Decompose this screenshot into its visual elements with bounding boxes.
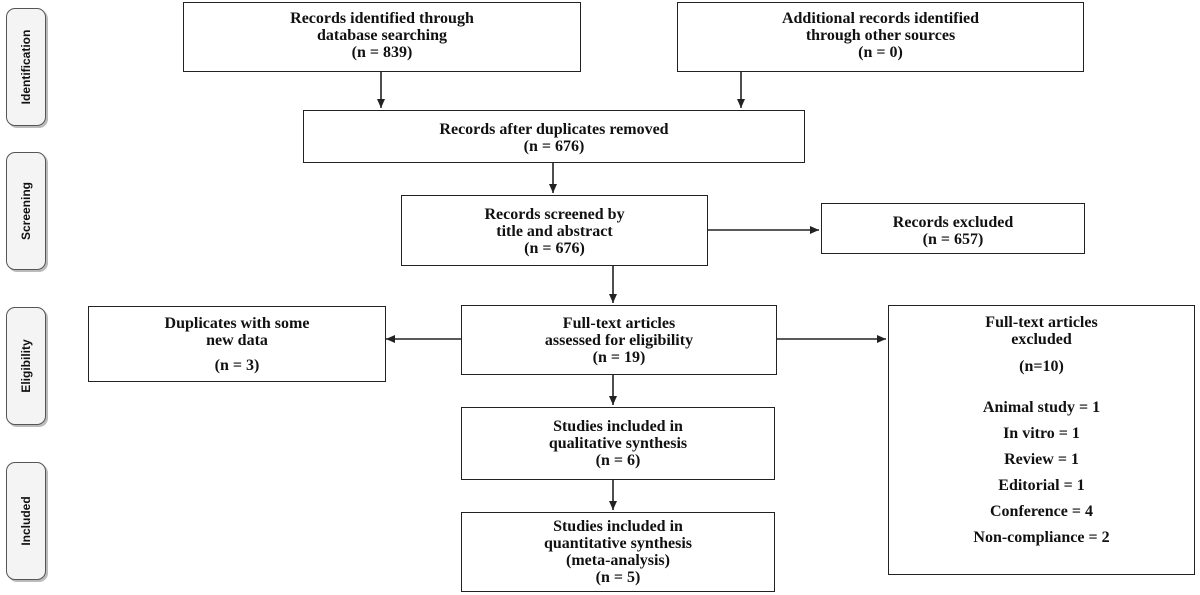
stage-identification: Identification bbox=[6, 8, 46, 126]
duplicates-new-data-line-1: Duplicates with some bbox=[164, 315, 310, 332]
qualitative-count: (n = 6) bbox=[595, 452, 641, 469]
db-search-count: (n = 839) bbox=[351, 44, 413, 61]
duplicates-new-data-line-2: new data bbox=[206, 332, 268, 349]
stage-included: Included bbox=[6, 462, 46, 580]
stage-eligibility: Eligibility bbox=[6, 307, 46, 425]
fulltext-assessed-line-1: Full-text articles bbox=[562, 315, 676, 332]
qualitative-line-2: qualitative synthesis bbox=[548, 435, 688, 452]
fulltext-excluded-box: Full-text articles excluded (n=10) Anima… bbox=[888, 305, 1195, 575]
fulltext-assessed-line-2: assessed for eligibility bbox=[544, 332, 694, 349]
db-search-line-1: Records identified through bbox=[290, 10, 474, 27]
screened-box: Records screened by title and abstract (… bbox=[401, 195, 708, 266]
records-excluded-box: Records excluded (n = 657) bbox=[821, 203, 1085, 254]
exclusion-reasons-list: Animal study = 1 In vitro = 1 Review = 1… bbox=[889, 399, 1194, 546]
db-search-line-2: database searching bbox=[317, 27, 447, 44]
fulltext-assessed-count: (n = 19) bbox=[592, 349, 646, 366]
exclusion-reason: Conference = 4 bbox=[989, 503, 1093, 520]
duplicates-new-data-count: (n = 3) bbox=[214, 357, 260, 374]
after-duplicates-line-1: Records after duplicates removed bbox=[439, 121, 669, 138]
quantitative-line-2: quantitative synthesis bbox=[543, 535, 693, 552]
quantitative-synthesis-box: Studies included in quantitative synthes… bbox=[461, 512, 775, 592]
screened-line-1: Records screened by bbox=[484, 206, 625, 223]
stage-screening: Screening bbox=[6, 152, 46, 270]
fulltext-assessed-box: Full-text articles assessed for eligibil… bbox=[461, 305, 777, 375]
exclusion-reason: Editorial = 1 bbox=[998, 477, 1085, 494]
after-duplicates-count: (n = 676) bbox=[523, 138, 585, 155]
duplicates-new-data-box: Duplicates with some new data (n = 3) bbox=[88, 306, 386, 382]
exclusion-reason: Non-compliance = 2 bbox=[973, 529, 1110, 546]
after-duplicates-box: Records after duplicates removed (n = 67… bbox=[303, 110, 805, 163]
quantitative-count: (n = 5) bbox=[595, 569, 641, 586]
db-search-box: Records identified through database sear… bbox=[183, 2, 581, 72]
other-sources-count: (n = 0) bbox=[858, 44, 903, 61]
quantitative-line-3: (meta-analysis) bbox=[566, 552, 670, 569]
exclusion-reason: Animal study = 1 bbox=[982, 399, 1101, 416]
exclusion-reason: In vitro = 1 bbox=[1003, 425, 1080, 442]
quantitative-line-1: Studies included in bbox=[553, 518, 683, 535]
fulltext-excluded-line-1: Full-text articles bbox=[985, 314, 1098, 331]
other-sources-box: Additional records identified through ot… bbox=[677, 2, 1084, 72]
fulltext-excluded-line-2: excluded bbox=[1011, 331, 1072, 348]
exclusion-reason: Review = 1 bbox=[1004, 451, 1079, 468]
records-excluded-count: (n = 657) bbox=[922, 231, 984, 248]
records-excluded-line-1: Records excluded bbox=[892, 214, 1014, 231]
qualitative-synthesis-box: Studies included in qualitative synthesi… bbox=[461, 407, 775, 480]
other-sources-line-2: through other sources bbox=[805, 27, 956, 44]
other-sources-line-1: Additional records identified bbox=[781, 10, 980, 27]
screened-count: (n = 676) bbox=[524, 240, 585, 257]
screened-line-2: title and abstract bbox=[496, 223, 613, 240]
qualitative-line-1: Studies included in bbox=[553, 418, 683, 435]
fulltext-excluded-count: (n=10) bbox=[1019, 358, 1064, 375]
